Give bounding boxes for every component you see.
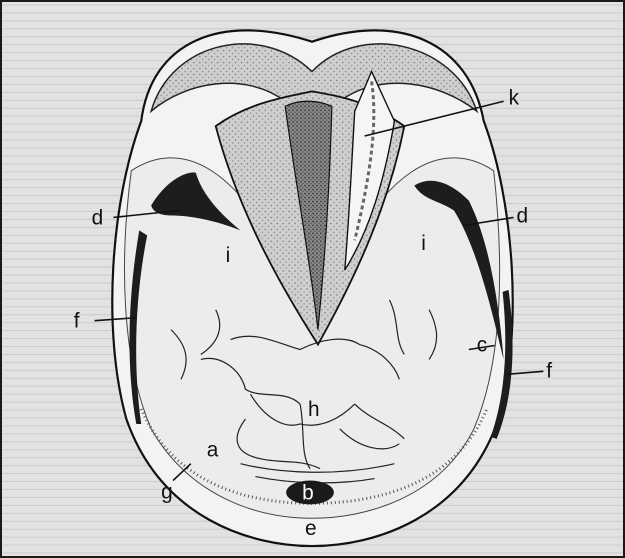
label-g: g bbox=[161, 480, 173, 503]
label-c: c bbox=[477, 333, 487, 356]
label-a: a bbox=[207, 439, 219, 462]
label-h: h bbox=[308, 398, 320, 421]
label-e: e bbox=[305, 517, 317, 540]
label-f-left: f bbox=[74, 310, 80, 333]
label-b: b bbox=[302, 481, 314, 504]
label-f-right: f bbox=[546, 359, 552, 382]
label-d-right: d bbox=[517, 204, 529, 227]
label-i-left: i bbox=[226, 244, 231, 267]
label-i-right: i bbox=[421, 232, 426, 255]
label-d-left: d bbox=[92, 206, 104, 229]
label-k: k bbox=[509, 86, 520, 109]
